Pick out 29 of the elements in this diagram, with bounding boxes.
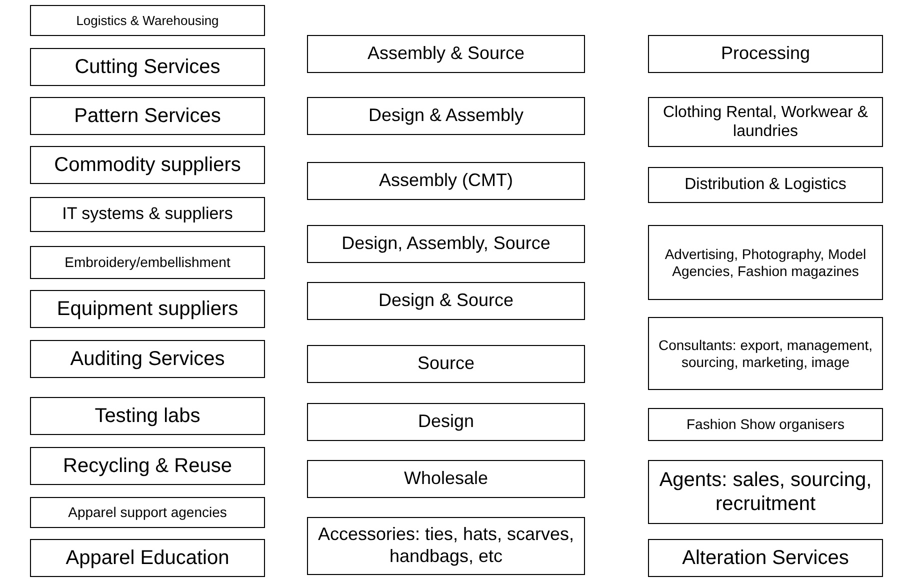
text-box: IT systems & suppliers xyxy=(30,197,265,232)
text-box: Apparel support agencies xyxy=(30,497,265,528)
text-box: Consultants: export, management, sourcing, marketing, image xyxy=(648,317,883,390)
text-box: Equipment suppliers xyxy=(30,290,265,328)
text-box: Recycling & Reuse xyxy=(30,447,265,485)
text-box: Wholesale xyxy=(307,460,585,498)
text-box: Source xyxy=(307,345,585,383)
text-box: Auditing Services xyxy=(30,340,265,378)
text-box: Testing labs xyxy=(30,397,265,435)
text-box: Design, Assembly, Source xyxy=(307,225,585,263)
text-box: Assembly (CMT) xyxy=(307,162,585,200)
text-box: Clothing Rental, Workwear & laundries xyxy=(648,97,883,147)
text-box: Accessories: ties, hats, scarves, handbags, etc xyxy=(307,517,585,575)
text-box: Fashion Show organisers xyxy=(648,408,883,441)
text-box: Logistics & Warehousing xyxy=(30,5,265,36)
text-box: Commodity suppliers xyxy=(30,146,265,184)
text-box: Cutting Services xyxy=(30,48,265,86)
text-box: Assembly & Source xyxy=(307,35,585,73)
text-box: Processing xyxy=(648,35,883,73)
text-box: Design xyxy=(307,403,585,441)
text-box: Embroidery/embellishment xyxy=(30,246,265,279)
text-box: Distribution & Logistics xyxy=(648,167,883,203)
text-box: Design & Source xyxy=(307,282,585,320)
text-box: Advertising, Photography, Model Agencies, Fashion magazines xyxy=(648,225,883,300)
text-box: Apparel Education xyxy=(30,539,265,577)
text-box: Alteration Services xyxy=(648,539,883,577)
text-box: Pattern Services xyxy=(30,97,265,135)
text-box: Agents: sales, sourcing, recruitment xyxy=(648,460,883,524)
text-box: Design & Assembly xyxy=(307,97,585,135)
